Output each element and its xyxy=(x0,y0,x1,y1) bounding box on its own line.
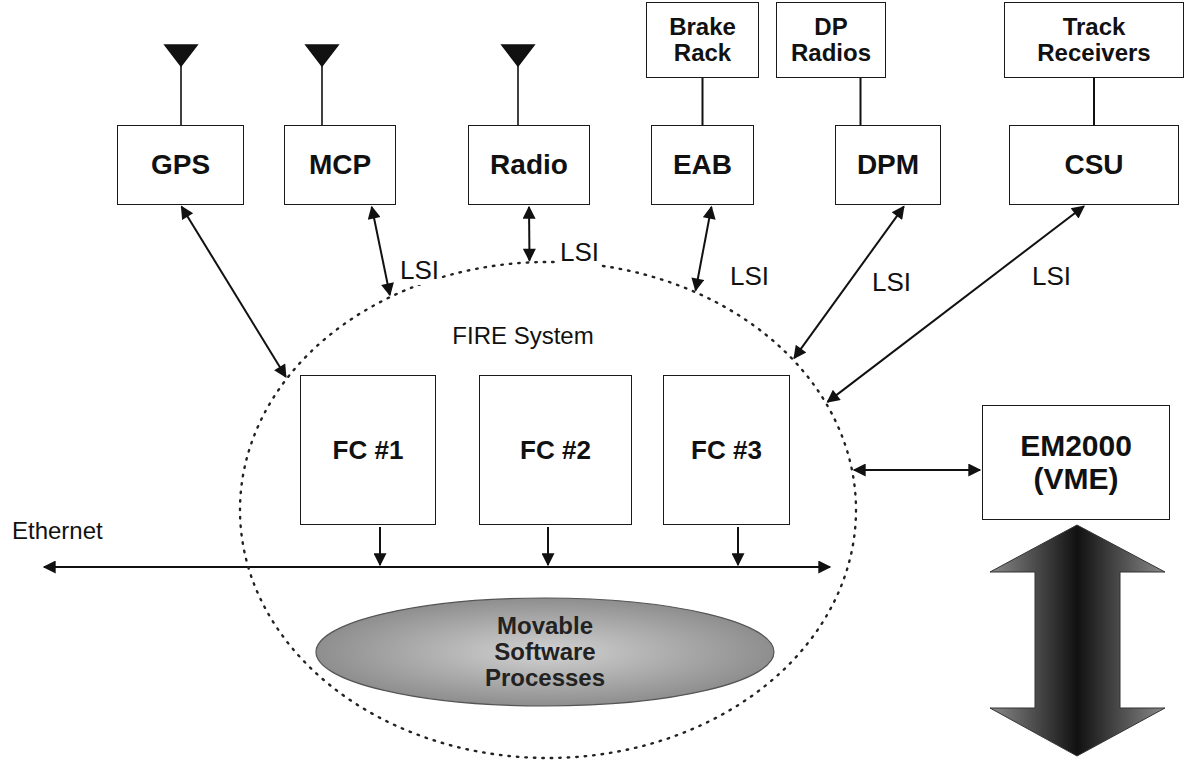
link-line xyxy=(702,78,704,125)
filled-ellipse xyxy=(316,598,774,706)
antenna-symbol xyxy=(165,45,534,125)
data-link-arrow xyxy=(528,207,530,260)
box-label: DPM xyxy=(857,150,919,180)
process-box: MCP xyxy=(284,125,396,205)
box-label: FC #3 xyxy=(691,436,762,464)
box-label: Track Receivers xyxy=(1011,14,1177,66)
link-line xyxy=(1093,78,1095,125)
bus-tap-arrow xyxy=(737,527,739,565)
box-label: Radio xyxy=(490,150,568,180)
data-link-arrow xyxy=(372,207,390,295)
box-label: DP Radios xyxy=(783,14,879,66)
process-box: Brake Rack xyxy=(646,2,759,78)
box-label: EM2000 (VME) xyxy=(989,430,1163,495)
antenna-symbol xyxy=(165,45,197,66)
system-title: FIRE System xyxy=(373,323,673,349)
bus-tap-arrow xyxy=(547,527,549,565)
system-boundary: FIRE System FC #1 FC #2 FC #3 Movable Softwa… xyxy=(238,260,858,760)
box-label: Brake Rack xyxy=(653,14,752,66)
antenna-symbol xyxy=(502,45,534,66)
link-label: LSI xyxy=(870,268,913,297)
data-link-arrow xyxy=(854,469,980,471)
dotted-ellipse xyxy=(240,262,856,758)
box-label: CSU xyxy=(1064,150,1123,180)
process-box: DPM xyxy=(835,125,941,205)
data-link-arrow xyxy=(828,206,1084,402)
data-link-arrow xyxy=(182,207,286,377)
antenna-symbol xyxy=(306,45,338,66)
antenna-mast xyxy=(517,64,519,125)
process-box: EM2000 (VME) xyxy=(982,405,1170,520)
process-box: EAB xyxy=(651,125,754,205)
link-label: LSI xyxy=(1030,262,1073,291)
vme-bus-arrow xyxy=(990,525,1165,756)
box-label: EAB xyxy=(673,150,732,180)
link-label: LSI xyxy=(558,238,601,267)
process-box: GPS xyxy=(117,125,244,205)
box-label: GPS xyxy=(151,150,210,180)
process-box: Track Receivers xyxy=(1004,2,1184,78)
process-box: Radio xyxy=(468,125,590,205)
link-line xyxy=(860,78,862,125)
bus-tap-arrow xyxy=(379,527,381,565)
box-label: FC #1 xyxy=(333,436,404,464)
bus-label: Ethernet xyxy=(10,518,105,544)
antenna-mast xyxy=(180,64,182,125)
process-ellipse: Movable Software Processes xyxy=(315,597,775,707)
antenna-mast xyxy=(321,64,323,125)
data-link-arrow xyxy=(696,207,712,290)
box-label: MCP xyxy=(309,150,371,180)
process-box: FC #3 xyxy=(663,375,790,525)
box-label: Movable Software Processes xyxy=(478,613,613,691)
process-box: FC #2 xyxy=(479,375,632,525)
link-label: LSI xyxy=(398,256,441,285)
process-box: CSU xyxy=(1009,125,1179,205)
process-box: DP Radios xyxy=(776,2,886,78)
ethernet-bus xyxy=(44,566,830,568)
link-label: LSI xyxy=(728,262,771,291)
process-box: FC #1 xyxy=(300,375,436,525)
box-label: FC #2 xyxy=(520,436,591,464)
